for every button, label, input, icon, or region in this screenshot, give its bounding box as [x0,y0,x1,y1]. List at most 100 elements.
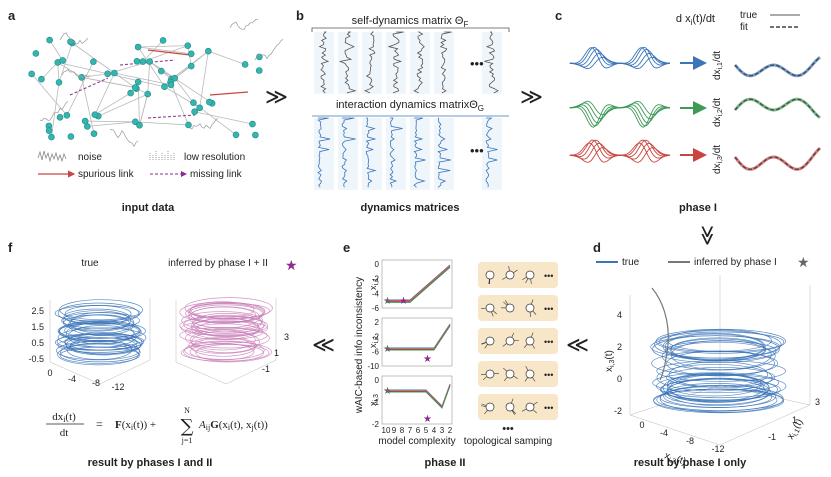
network-edge [94,92,131,116]
network-edge [51,82,60,138]
noise-snippet [189,117,219,130]
f-true-loop [59,299,143,321]
topology-edge [481,341,487,345]
e-xtick: 10 [382,426,391,435]
network-edge [66,61,94,116]
e-subplot-ylabel-sub: i,1 [373,278,380,286]
topology-edge [531,332,534,338]
network-node [55,79,63,86]
trace-green [569,105,671,127]
attractor-d [650,328,787,414]
f-xtick: -12 [111,382,124,392]
e-xtick: 3 [440,426,445,435]
topology-node [485,369,495,379]
inter-column-trace [437,117,451,188]
eq-coupling-term: AijG(xi(t), xj(t)) [198,419,268,432]
network-node [196,104,203,112]
self-dynamics-columns [314,31,502,94]
true-curve [733,147,822,171]
trace-blue [569,46,671,66]
panel-d-caption: result by phase I only [634,457,747,469]
topology-edge [484,409,488,415]
topology-sample-box [478,262,558,288]
network-node [134,43,142,51]
network-edge [194,111,253,125]
d-xlabel: xi,2(t) [663,450,687,468]
self-column-bg [410,32,430,94]
topology-edge [525,278,529,283]
eq-sum-bot: j=1 [181,436,193,445]
panel-f-caption: result by phases I and II [88,457,213,469]
legend-inferred-d: inferred by phase I [694,257,777,268]
attractor-d-loop [650,335,781,359]
network-edge [147,61,151,95]
e-ytick: -2 [372,420,380,429]
inter-column-bg [314,118,334,190]
f-xtick: -4 [68,374,76,384]
network-node [48,133,55,141]
topology-sample-box [478,328,558,354]
network-node [59,57,66,64]
network-node [206,98,213,106]
attractor-d-inferred [651,287,669,381]
network-edge [199,51,209,108]
noise-snippet [254,39,284,61]
topology-edge [513,269,518,274]
chevron-left-de: ≪ [566,332,589,357]
network-node [38,75,45,83]
topology-edge [533,401,538,406]
f-inferred-loop [183,315,266,334]
network-node [111,69,118,77]
ylabel-dx1: dxi,1/dt [712,51,724,80]
f-attractor-true [49,298,151,385]
inter-column-trace [365,117,377,188]
f-inferred-loop [188,304,263,323]
network-node [185,121,192,129]
legend-spurious-text: spurious link [78,169,135,180]
network-edge [174,77,213,104]
network-node [63,111,71,119]
topology-edge [511,398,514,404]
topology-sample-box [478,394,558,420]
topology-node [525,303,535,313]
e-series-line [386,385,451,409]
inter-column-trace [389,117,403,188]
network-node [90,58,97,65]
interaction-dynamics-columns [314,117,502,190]
network-edge [174,77,194,103]
network-edge [138,46,192,55]
f-inferred-loop [193,318,259,334]
network-nodes [28,36,263,141]
network-node [139,58,147,65]
panel-d-letter: d [593,240,601,255]
attractor-d-loop [656,364,773,392]
topology-edge [502,276,507,280]
d-xtick: -8 [686,436,694,446]
f-inferred-loop [191,314,264,338]
e-ytick: -4 [372,289,380,298]
attractor-d-loop [670,337,766,362]
topology-ellipsis: ••• [544,337,553,347]
network-node [146,58,153,65]
f-ticks: 2.5 1.5 0.5 -0.5 0 -4 -8 -12 3 1 -1 [28,306,289,392]
topology-ellipsis: ••• [544,271,553,281]
topology-node [505,303,515,313]
noise-snippet [109,129,139,148]
network-edge [139,93,149,126]
topology-ellipsis: ••• [544,403,553,413]
ylabel-dx2: dxi,2/dt [712,98,724,127]
d-zlabel: xi,3(t) [604,350,616,372]
e-subplot-ylabel-sub: i,3 [373,394,380,402]
d-ytick: -1 [768,432,776,442]
legend-lowres-text: low resolution [184,152,245,163]
f-inferred-loop [183,341,272,363]
topology-edge [492,310,497,315]
d-ztick: -2 [614,406,622,416]
attractor-d-loop [664,382,769,406]
eq-self-term: F(xi(t)) + [115,419,156,432]
panel-c: c d xi(t)/dt true fit dxi,1/dt dxi,2/dt … [555,8,822,214]
network-node [56,114,64,121]
e-star-gray: ★ [383,344,392,355]
e-series-line [386,325,451,351]
e-star-gray: ★ [383,296,392,307]
